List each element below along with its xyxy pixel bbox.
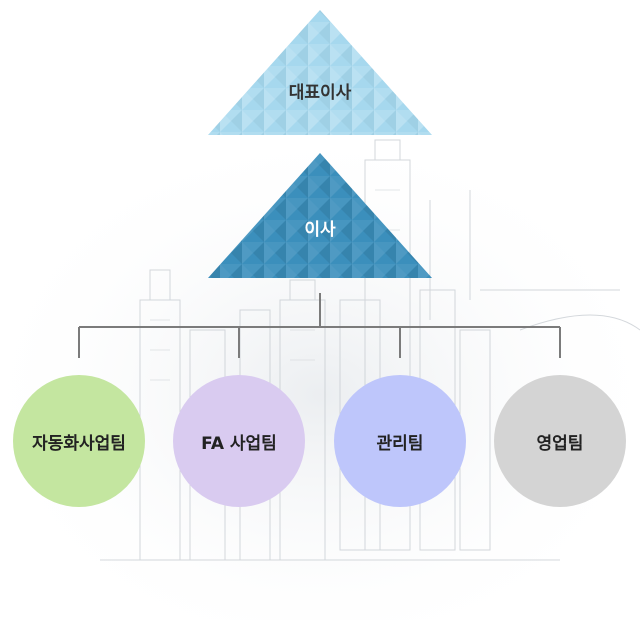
second-role-label: 이사	[304, 220, 336, 240]
team-node-4: 영업팀	[494, 375, 626, 507]
team-label-4: 영업팀	[536, 433, 584, 454]
second-role-triangle-texture	[208, 153, 432, 278]
team-label-2: FA 사업팀	[201, 433, 277, 454]
team-label-1: 자동화사업팀	[32, 433, 126, 454]
team-node-3: 관리팀	[334, 375, 466, 507]
team-node-2: FA 사업팀	[173, 375, 305, 507]
team-node-1: 자동화사업팀	[13, 375, 145, 507]
top-role-triangle-texture	[208, 10, 432, 135]
team-label-3: 관리팀	[376, 433, 424, 454]
top-role-label: 대표이사	[288, 83, 352, 103]
